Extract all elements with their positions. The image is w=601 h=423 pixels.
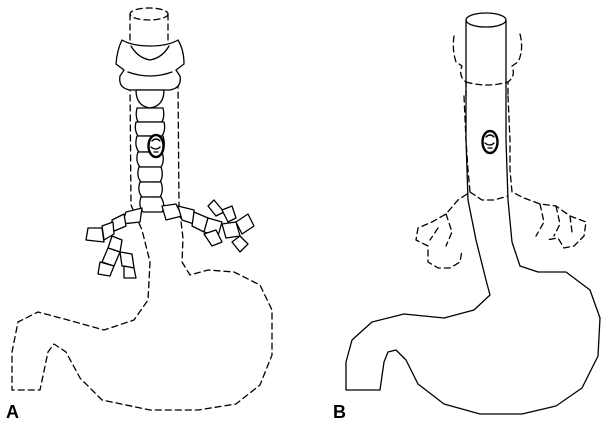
panel-b-airway-dashed-outline (416, 34, 586, 268)
panel-b-foreign-body (483, 131, 498, 153)
panel-b-esophagus-stomach (346, 13, 600, 414)
panel-a-airway (86, 40, 254, 278)
panel-b-label: B (333, 402, 346, 422)
panel-a-label: A (6, 402, 19, 422)
panel-a: A (6, 8, 272, 422)
panel-a-foreign-body (149, 135, 164, 157)
panel-b: B (333, 13, 600, 422)
